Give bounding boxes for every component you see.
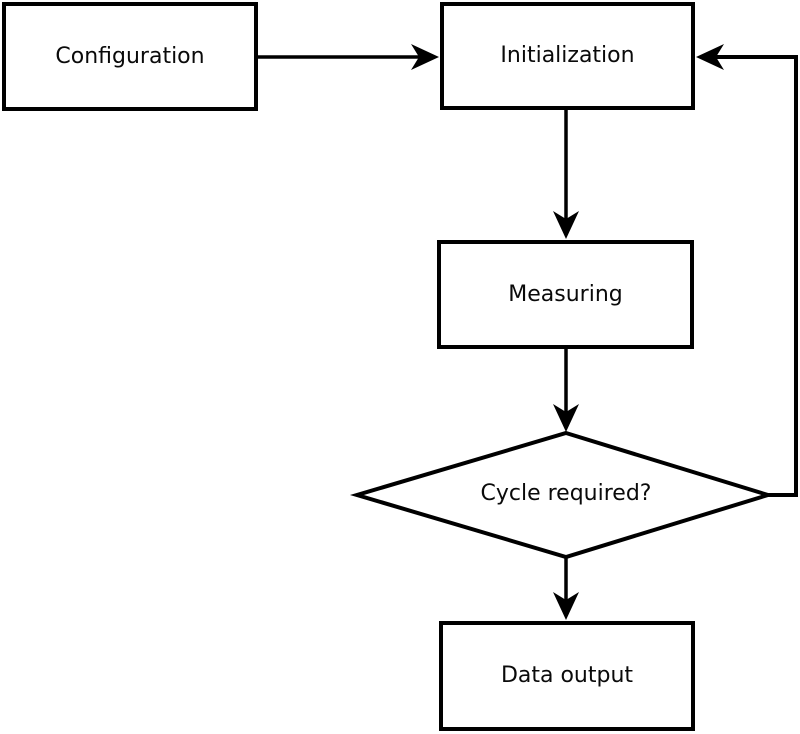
arrowhead-down-icon: [553, 592, 579, 620]
node-measuring-label: Measuring: [508, 281, 623, 307]
arrowhead-down-icon: [553, 211, 579, 239]
edge-cycle-required-to-initialization-loop: [696, 44, 798, 497]
node-measuring: Measuring: [437, 240, 694, 349]
edge-measuring-to-cycle-required: [553, 349, 579, 432]
node-data-output-label: Data output: [500, 663, 634, 688]
arrowhead-left-icon: [696, 44, 724, 70]
arrowhead-right-icon: [411, 44, 439, 70]
node-configuration: Configuration: [2, 2, 258, 111]
node-initialization: Initialization: [440, 2, 695, 110]
edge-configuration-to-initialization: [258, 44, 439, 70]
node-initialization-label: Initialization: [500, 43, 635, 68]
arrowhead-down-icon: [553, 404, 579, 432]
edge-initialization-to-measuring: [553, 110, 579, 239]
edge-cycle-required-to-data-output: [553, 557, 579, 620]
node-cycle-required: Cycle required?: [416, 472, 716, 516]
node-configuration-label: Configuration: [55, 43, 205, 69]
node-cycle-required-label: Cycle required?: [480, 481, 652, 506]
node-data-output: Data output: [439, 621, 695, 731]
